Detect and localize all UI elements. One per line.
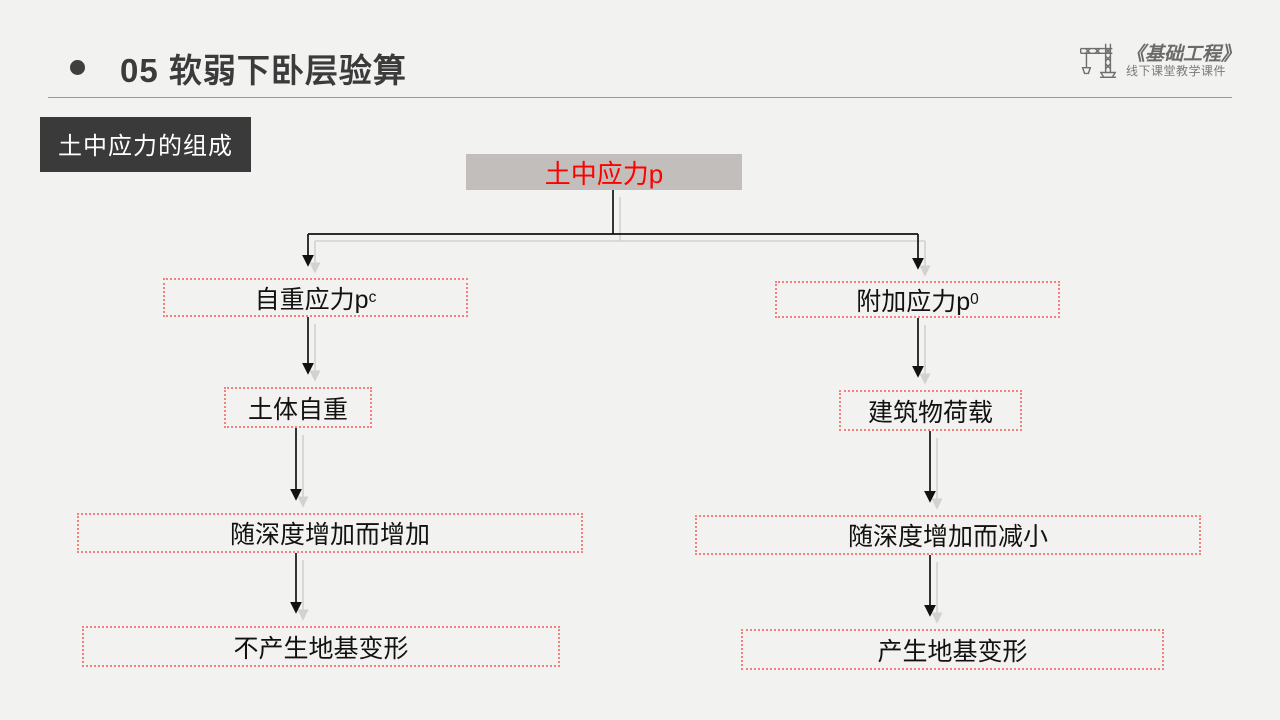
flow-node-left-2: 土体自重 [224, 387, 372, 428]
section-banner: 土中应力的组成 [40, 117, 251, 172]
flow-node-left-1-subscript: c [368, 288, 377, 306]
header-divider [48, 97, 1232, 98]
brand-text-block: 《基础工程》 线下课堂教学课件 [1126, 44, 1240, 79]
crane-icon [1079, 43, 1117, 79]
flow-node-left-3: 随深度增加而增加 [77, 513, 583, 553]
brand-name: 《基础工程》 [1125, 43, 1240, 65]
brand-subtitle: 线下课堂教学课件 [1125, 63, 1226, 78]
brand-logo: 《基础工程》 线下课堂教学课件 [1074, 38, 1240, 84]
flow-node-right-3: 随深度增加而减小 [695, 515, 1201, 555]
flow-node-right-1-subscript: 0 [970, 290, 979, 308]
flow-node-left-1-label: 自重应力p [254, 285, 369, 314]
page-title: 05 软弱下卧层验算 [120, 52, 407, 89]
flow-node-right-1-label: 附加应力p [856, 287, 971, 316]
flow-node-right-2: 建筑物荷载 [839, 390, 1022, 431]
flow-node-root: 土中应力p [466, 154, 742, 190]
flow-node-left-4: 不产生地基变形 [82, 626, 560, 667]
flow-node-right-4: 产生地基变形 [741, 629, 1164, 670]
bullet-dot-icon [70, 60, 85, 75]
